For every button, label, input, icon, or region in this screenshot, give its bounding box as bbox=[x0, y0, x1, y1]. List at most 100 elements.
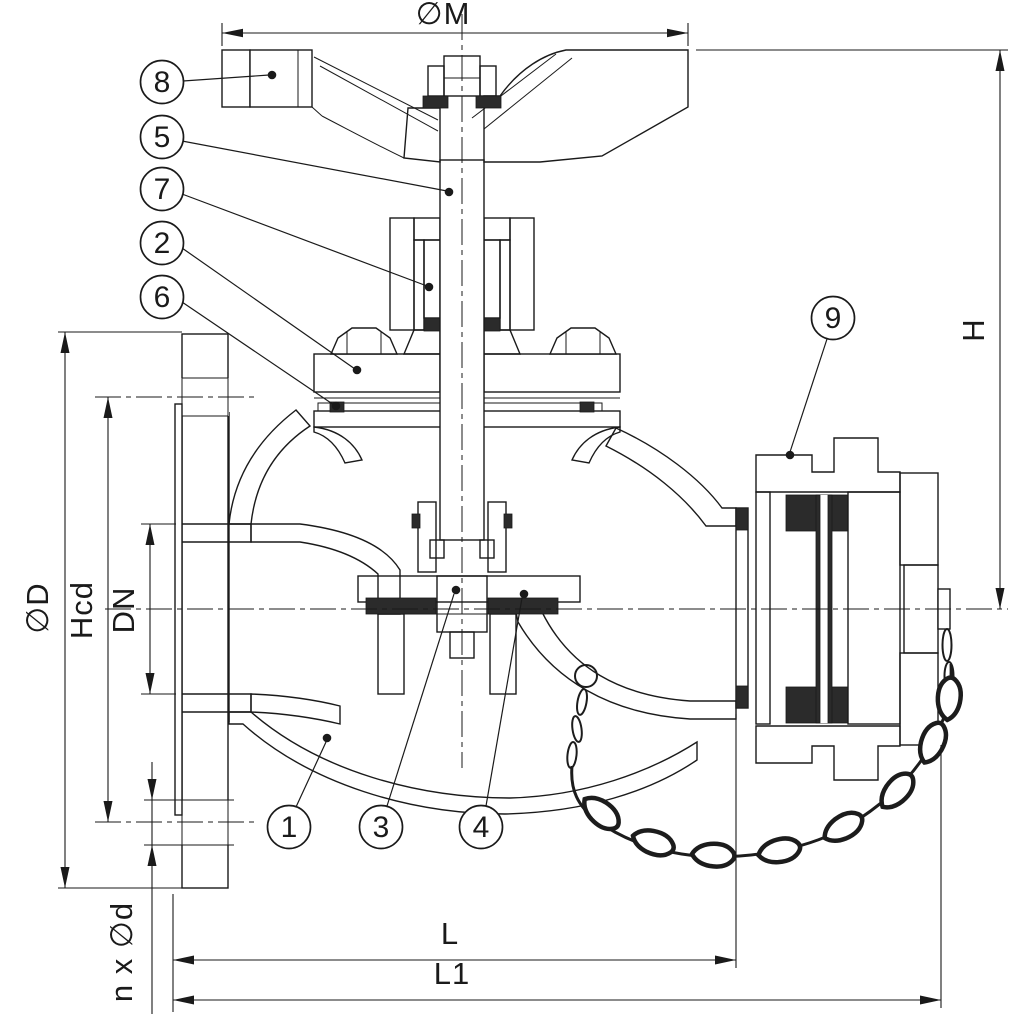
body-bottom-shell bbox=[228, 711, 698, 815]
chain-eyelet bbox=[574, 664, 598, 688]
callout-2: 2 bbox=[139, 220, 362, 375]
packing-seal-right bbox=[483, 317, 501, 332]
disc-assembly bbox=[357, 501, 581, 659]
outlet-seal-bottom bbox=[735, 685, 749, 709]
wheel-washer-left bbox=[422, 95, 449, 109]
callout-7-number: 7 bbox=[154, 173, 171, 206]
cap-blank-disc-right bbox=[827, 494, 833, 724]
bonnet-bolt-right bbox=[548, 327, 618, 355]
inlet-bottom-wall bbox=[175, 693, 252, 713]
inlet-flange bbox=[174, 333, 229, 889]
dimension-bolt-circle: Hcd bbox=[64, 397, 113, 822]
callout-3-number: 3 bbox=[373, 811, 390, 844]
swivel-cage-left bbox=[417, 501, 437, 573]
cap-chain bbox=[566, 628, 963, 869]
wheel-washer-right bbox=[475, 95, 502, 109]
coupling-nut bbox=[847, 491, 901, 725]
flange-od-label: ∅D bbox=[20, 582, 55, 633]
chain-link bbox=[941, 628, 953, 662]
wheel-spoke-far bbox=[471, 53, 573, 130]
callout-1-number: 1 bbox=[281, 811, 298, 844]
gland-housing-right bbox=[509, 217, 535, 331]
outlet-seal-top bbox=[735, 507, 749, 531]
chain-links-heavy bbox=[582, 675, 963, 869]
inlet-top-wall bbox=[175, 523, 252, 543]
chain-link bbox=[576, 688, 588, 716]
callout-2-number: 2 bbox=[154, 227, 171, 260]
chain-spine bbox=[570, 663, 953, 859]
cap-shell-left bbox=[755, 491, 771, 725]
callout-4: 4 bbox=[458, 589, 529, 850]
gland-ring-left bbox=[413, 217, 441, 241]
cap-top-section bbox=[755, 437, 901, 493]
callout-1: 1 bbox=[266, 733, 332, 850]
packing-left bbox=[423, 239, 441, 319]
callout-9: 9 bbox=[785, 295, 856, 460]
callout-5-number: 5 bbox=[154, 121, 171, 154]
body-flange-flare-left bbox=[313, 426, 363, 464]
dimension-bore: DN bbox=[106, 523, 176, 695]
gland-sleeve-left bbox=[413, 239, 425, 331]
bonnet-plate-left bbox=[313, 353, 441, 393]
body-wall-lower bbox=[250, 693, 341, 725]
chain-link bbox=[566, 741, 578, 769]
chain-link bbox=[571, 715, 583, 743]
wheel-rim-left-face bbox=[249, 49, 313, 108]
bonnet-neck-left bbox=[402, 329, 441, 355]
callout-4-number: 4 bbox=[473, 811, 490, 844]
cap-bottom-section bbox=[755, 725, 901, 781]
callout-9-number: 9 bbox=[825, 302, 842, 335]
body-bridge-wall bbox=[515, 611, 737, 720]
bonnet-plate-right bbox=[483, 353, 621, 393]
outlet-face-ring bbox=[735, 507, 749, 709]
body-wall-upper-right bbox=[605, 427, 737, 527]
bonnet-neck-right bbox=[483, 329, 522, 355]
disc-nut-left bbox=[429, 539, 445, 559]
callouts: 8 5 7 2 6 9 1 bbox=[139, 59, 856, 850]
dimension-overall-length: L1 bbox=[173, 745, 942, 1008]
dimension-height: H bbox=[696, 49, 1008, 609]
body-wall-upper-left bbox=[228, 409, 312, 525]
dimension-flange-od: ∅D bbox=[20, 331, 182, 889]
coupling-shell-top bbox=[899, 472, 939, 566]
disc-seal-left bbox=[365, 597, 437, 615]
bore-label: DN bbox=[106, 587, 141, 634]
packing-seal-left bbox=[423, 317, 441, 332]
swivel-cage-right bbox=[487, 501, 507, 573]
disc-nut-right bbox=[479, 539, 495, 559]
gasket-section-right bbox=[579, 401, 595, 413]
wheel-nut-left bbox=[427, 65, 445, 97]
cage-seal-right bbox=[503, 513, 513, 529]
gland-ring-right bbox=[483, 217, 511, 241]
bolt-holes-label: n x ∅d bbox=[104, 902, 139, 1002]
gland-sleeve-right bbox=[499, 239, 511, 331]
dimension-bolt-holes: n x ∅d bbox=[104, 762, 234, 1014]
bolt-circle-label: Hcd bbox=[64, 581, 99, 639]
face-to-face-label: L bbox=[441, 916, 459, 951]
callout-7: 7 bbox=[139, 166, 434, 292]
body-flange-flare-right bbox=[571, 426, 621, 464]
callout-8: 8 bbox=[139, 59, 277, 105]
callout-5: 5 bbox=[139, 114, 454, 197]
callout-3: 3 bbox=[358, 585, 461, 850]
wheel-nut-right bbox=[479, 65, 497, 97]
wheel-diameter-label: ∅M bbox=[416, 0, 471, 31]
overall-length-label: L1 bbox=[434, 956, 470, 991]
height-label: H bbox=[956, 318, 991, 341]
cage-seal-left bbox=[411, 513, 421, 529]
seat-wall-left bbox=[377, 613, 405, 695]
disc-seal-right bbox=[487, 597, 559, 615]
wheel-hub-left bbox=[403, 107, 441, 163]
handwheel bbox=[221, 49, 689, 163]
callout-6: 6 bbox=[139, 274, 341, 411]
callout-6-number: 6 bbox=[154, 281, 171, 314]
dimension-wheel-diameter: ∅M bbox=[221, 0, 689, 46]
dimension-face-to-face: L bbox=[172, 714, 737, 1012]
centerlines bbox=[95, 14, 1008, 823]
wheel-spoke-left bbox=[311, 56, 439, 159]
wheel-right-section bbox=[483, 49, 689, 163]
packing-right bbox=[483, 239, 501, 319]
bonnet-bolt-left bbox=[329, 327, 399, 355]
